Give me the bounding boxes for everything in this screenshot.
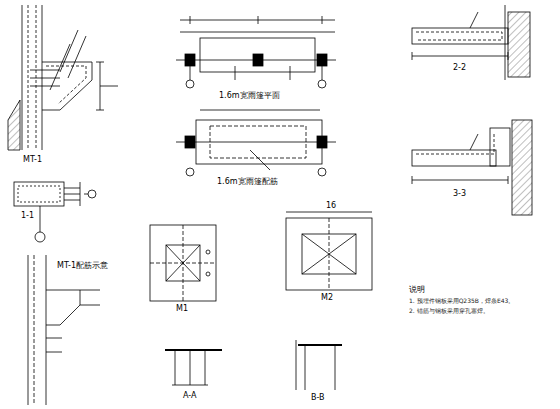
notes-heading: 说明 xyxy=(408,286,426,295)
canopy-reinforcement xyxy=(176,110,336,176)
dimension: 16 xyxy=(325,202,337,211)
section-b-b xyxy=(296,340,342,390)
section-a-a xyxy=(165,350,222,385)
mt1-reinforcement xyxy=(28,255,100,405)
section-title: 1-1 xyxy=(20,212,35,221)
section-title: A-A xyxy=(182,392,197,401)
view-title: 1.6m宽雨篷平面 xyxy=(218,92,281,101)
section-1-1 xyxy=(14,182,96,242)
view-title: 1.6m宽雨篷配筋 xyxy=(216,178,279,187)
view-title: MT-1 xyxy=(22,156,43,165)
mt1-detail xyxy=(8,5,118,150)
canopy-plan xyxy=(176,16,336,88)
plate-title: M2 xyxy=(320,294,334,303)
section-title: B-B xyxy=(310,394,326,403)
section-title: 2-2 xyxy=(452,64,467,73)
embed-plate-m1 xyxy=(150,225,216,301)
section-title: 3-3 xyxy=(452,190,467,199)
plate-title: M1 xyxy=(175,305,189,314)
view-title: MT-1配筋示意 xyxy=(56,262,109,271)
section-3-3 xyxy=(412,120,532,215)
section-2-2 xyxy=(412,5,530,80)
note-line: 1. 预埋件钢板采用Q235B，焊条E43。 xyxy=(408,298,515,305)
embed-plate-m2 xyxy=(286,212,372,290)
note-line: 2. 锚筋与钢板采用穿孔塞焊。 xyxy=(408,308,490,315)
